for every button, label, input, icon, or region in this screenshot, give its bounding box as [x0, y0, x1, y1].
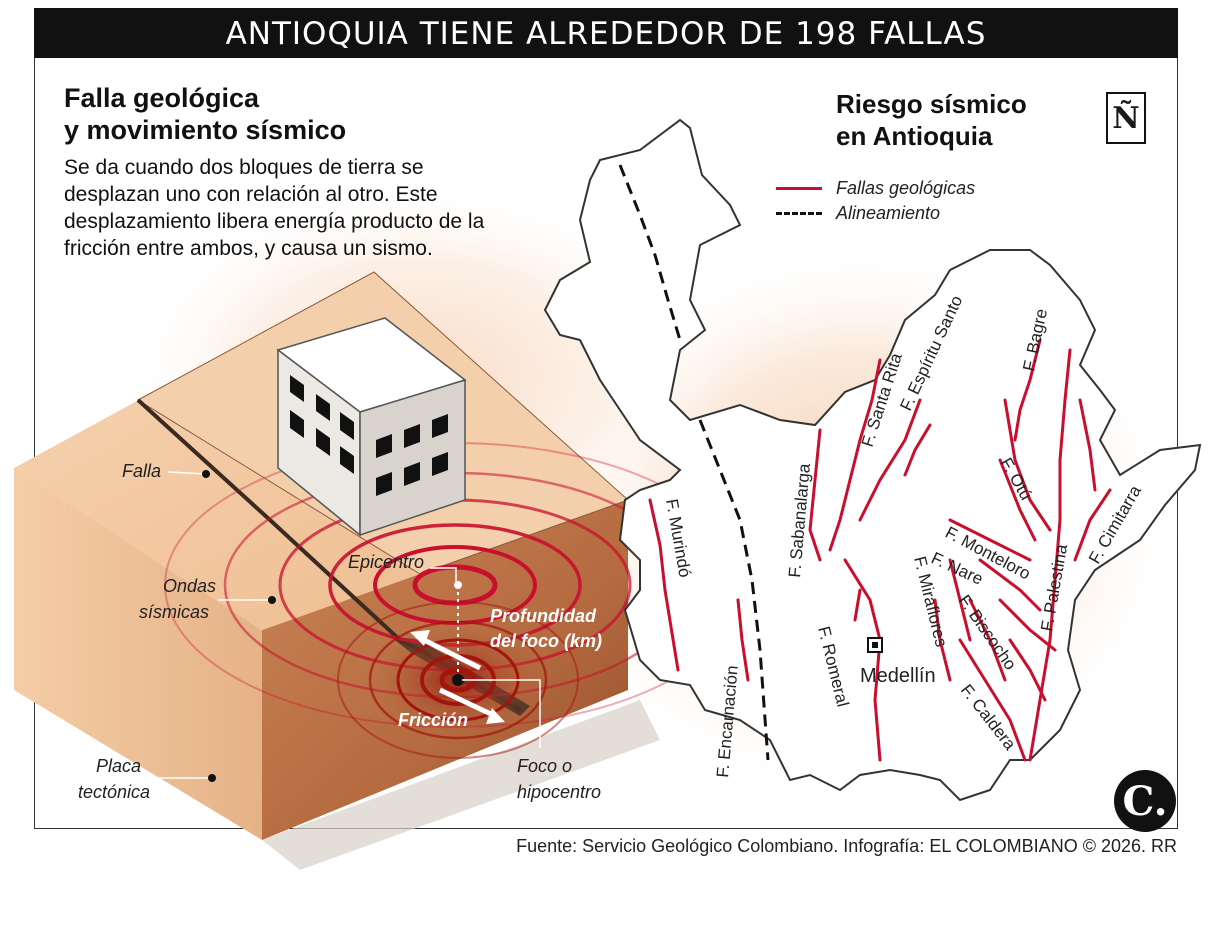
label-placa-2: tectónica [78, 782, 150, 802]
left-description: Se da cuando dos bloques de tierra se de… [64, 156, 485, 260]
label-foco-1: Foco o [517, 756, 572, 776]
antioquia-map [543, 118, 1202, 802]
legend-red-line-icon [776, 187, 822, 190]
city-label-medellin: Medellín [860, 665, 936, 687]
label-ondas-2: sísmicas [139, 602, 209, 622]
label-epicentro: Epicentro [348, 552, 424, 572]
legend-row-faults: Fallas geológicas [776, 176, 975, 201]
building [276, 317, 467, 537]
label-profundidad-1: Profundidad [490, 606, 597, 626]
left-heading-line2: y movimiento sísmico [64, 115, 347, 145]
left-heading: Falla geológica y movimiento sísmico [64, 82, 346, 146]
label-profundidad-2: del foco (km) [490, 631, 602, 651]
label-friccion: Fricción [398, 710, 468, 730]
map-legend: Fallas geológicas Alineamiento [776, 176, 975, 226]
hypocenter-dot [452, 674, 464, 686]
right-heading: Riesgo sísmico en Antioquia [836, 88, 1027, 152]
label-foco-2: hipocentro [517, 782, 601, 802]
label-ondas-1: Ondas [163, 576, 216, 596]
right-heading-line2: en Antioquia [836, 121, 993, 151]
label-falla: Falla [122, 461, 161, 481]
block-left-face [14, 468, 262, 840]
legend-dashed-line-icon [776, 212, 822, 215]
legend-label-faults: Fallas geológicas [836, 178, 976, 198]
tectonic-block [14, 271, 746, 870]
banner-title: ANTIOQUIA TIENE ALREDEDOR DE 198 FALLAS [34, 8, 1178, 60]
right-heading-line1: Riesgo sísmico [836, 89, 1027, 119]
legend-row-alignment: Alineamiento [776, 201, 975, 226]
legend-label-alignment: Alineamiento [836, 203, 941, 223]
label-placa-1: Placa [96, 756, 141, 776]
source-credit: Fuente: Servicio Geológico Colombiano. I… [516, 836, 1177, 856]
left-heading-line1: Falla geológica [64, 83, 260, 113]
antioquia-outline [543, 118, 1202, 802]
north-arrow-icon: Ñ [1106, 92, 1146, 144]
el-colombiano-logo: C. [1114, 770, 1176, 832]
